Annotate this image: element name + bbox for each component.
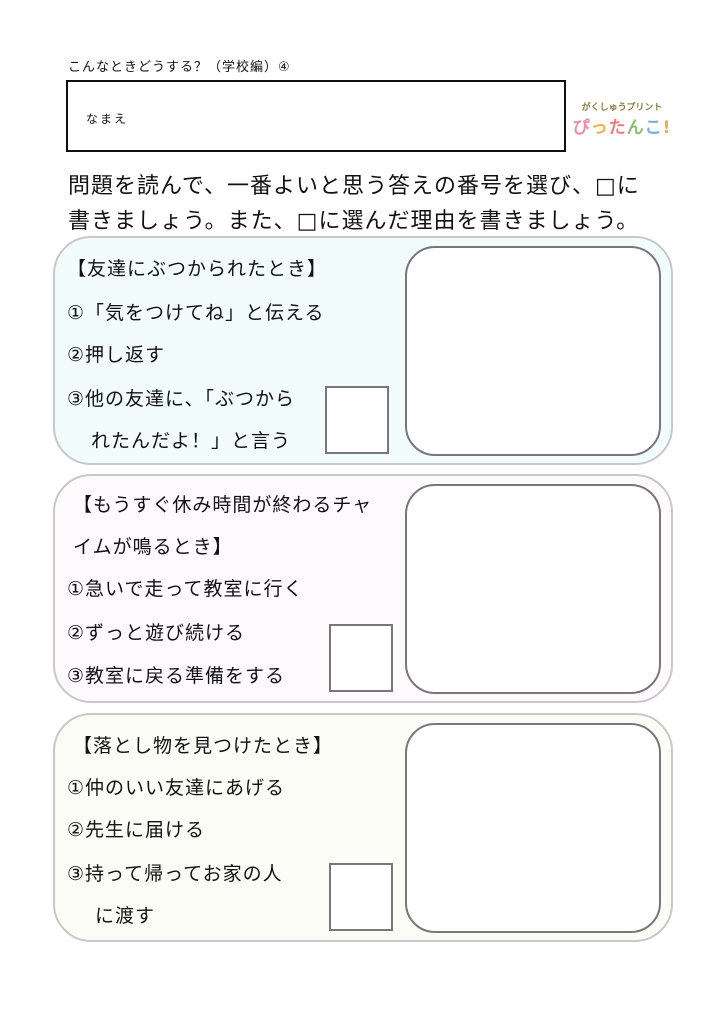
- logo: がくしゅうプリント ぴったんこ!: [572, 100, 672, 138]
- question-title-line-2: イムが鳴るとき】: [73, 536, 233, 558]
- logo-char: ぴ: [572, 118, 591, 138]
- logo-char: ん: [626, 118, 645, 138]
- option-3: ③持って帰ってお家の人: [67, 863, 283, 885]
- logo-title: ぴったんこ!: [572, 113, 672, 138]
- logo-char: !: [662, 118, 672, 138]
- option-3: ③他の友達に、「ぶつから: [67, 388, 295, 410]
- question-title-line-1: 【もうすぐ休み時間が終わるチャ: [73, 494, 373, 516]
- name-label: なまえ: [86, 112, 129, 126]
- instruction-line-2: 書きましょう。また、□に選んだ理由を書きましょう。: [68, 209, 640, 234]
- worksheet-title: こんなときどうする？（学校編）④: [68, 60, 291, 75]
- logo-char: っ: [590, 118, 609, 138]
- question-panel-3: 【落とし物を見つけたとき】 ①仲のいい友達にあげる ②先生に届ける ③持って帰っ…: [53, 713, 673, 942]
- question-panel-1: 【友達にぶつかられたとき】 ①「気をつけてね」と伝える ②押し返す ③他の友達に…: [53, 236, 673, 465]
- reason-box[interactable]: [405, 484, 661, 694]
- option-1: ①急いで走って教室に行く: [67, 578, 304, 600]
- option-2: ②ずっと遊び続ける: [67, 622, 246, 644]
- option-1: ①「気をつけてね」と伝える: [67, 302, 325, 324]
- question-title: 【友達にぶつかられたとき】: [67, 258, 328, 280]
- option-3-continued: れたんだよ！」と言う: [91, 430, 292, 452]
- reason-box[interactable]: [405, 246, 661, 456]
- answer-number-box[interactable]: [325, 386, 389, 454]
- option-1: ①仲のいい友達にあげる: [67, 777, 286, 799]
- logo-char: た: [608, 118, 627, 138]
- logo-char: こ: [644, 118, 663, 138]
- answer-number-box[interactable]: [329, 624, 393, 692]
- instruction-line-1: 問題を読んで、一番よいと思う答えの番号を選び、□に: [68, 174, 640, 199]
- answer-number-box[interactable]: [329, 863, 393, 931]
- logo-subtitle: がくしゅうプリント: [581, 103, 663, 113]
- reason-box[interactable]: [405, 723, 661, 933]
- question-panel-2: 【もうすぐ休み時間が終わるチャ イムが鳴るとき】 ①急いで走って教室に行く ②ず…: [53, 474, 673, 703]
- name-field[interactable]: なまえ: [66, 80, 566, 152]
- question-title: 【落とし物を見つけたとき】: [73, 735, 334, 757]
- option-3-continued: に渡す: [95, 905, 156, 927]
- option-3: ③教室に戻る準備をする: [67, 665, 286, 687]
- option-2: ②先生に届ける: [67, 819, 206, 841]
- option-2: ②押し返す: [67, 344, 166, 366]
